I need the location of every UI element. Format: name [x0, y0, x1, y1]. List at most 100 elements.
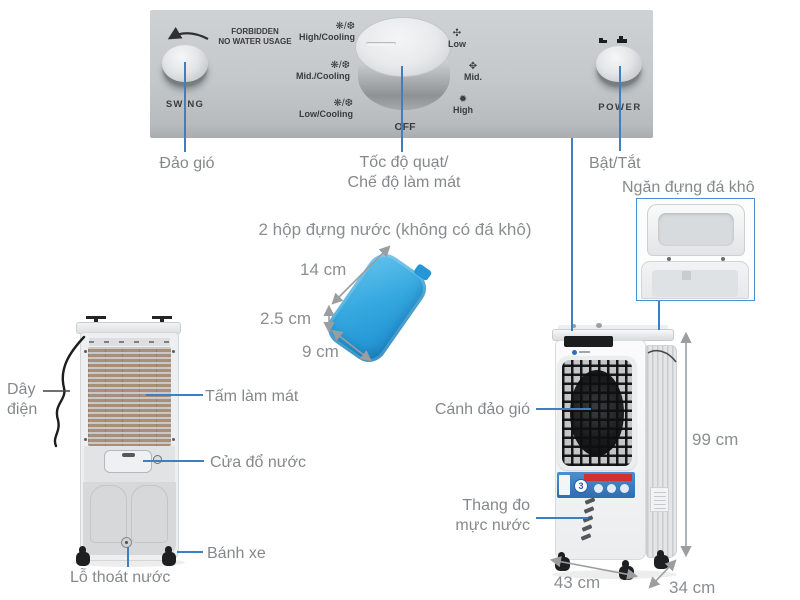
setting-high-cooling: ❋/❆ High/Cooling: [255, 21, 355, 42]
label-ice-compartment: Ngăn đựng đá khô: [622, 179, 755, 196]
fan-icon: ✥: [468, 61, 478, 72]
label-water-level: Thang đo mực nước: [455, 497, 530, 534]
compartment-drain-square: [682, 271, 691, 280]
caster-stem: [558, 552, 565, 560]
screw: [84, 350, 87, 353]
setting-mid-cooling: ❋/❆ Mid./Cooling: [250, 60, 350, 81]
fan-icon: ✹: [458, 94, 468, 105]
screw: [84, 438, 87, 441]
callout-line-icebox-to-cooler: [658, 301, 660, 330]
setting-mid: ✥ Mid.: [458, 61, 488, 82]
caster-wheel: [654, 555, 669, 569]
callout-line-cooling-pad: [146, 394, 203, 396]
door-handle: [122, 453, 135, 457]
feature-sticker: 3: [557, 472, 635, 498]
sticker-feature-icon: [620, 484, 629, 493]
lid-hinge: [667, 257, 671, 261]
compartment-lid: [647, 204, 745, 256]
warranty-badge: 3: [574, 479, 588, 493]
forbidden-line1: FORBIDDEN: [231, 27, 279, 36]
lid-hinge: [721, 257, 725, 261]
top-air-slot: [564, 336, 613, 347]
label-9cm: 9 cm: [302, 342, 339, 361]
drain-center: [125, 541, 128, 544]
setting-high: ✹ High: [447, 94, 479, 115]
callout-line-panel-to-cooler: [571, 138, 573, 331]
caster-wheel: [162, 552, 176, 566]
callout-line-water-level: [536, 517, 588, 519]
ice-pack-cap: [413, 263, 433, 282]
top-handle: [152, 316, 172, 319]
vent-strip: [89, 338, 170, 346]
side-spec-label: [650, 487, 669, 512]
sticker-feature-icon: [594, 484, 603, 493]
shadow: [73, 558, 185, 567]
top-handle: [160, 318, 164, 324]
top-handle: [94, 318, 98, 324]
top-handle: [86, 316, 106, 319]
label-43cm: 43 cm: [553, 573, 601, 592]
label-power: Bật/Tắt: [589, 155, 641, 172]
sticker-logo: [559, 475, 570, 495]
brand-logo: [572, 350, 577, 355]
compartment-tub-inner: [652, 270, 738, 297]
callout-line-swing-blade: [536, 408, 591, 410]
screw: [172, 350, 175, 353]
caster-wheel: [619, 566, 634, 580]
forbidden-line2: NO WATER USAGE: [218, 37, 292, 46]
mode-dial: [355, 17, 451, 77]
brand-logo-text: [579, 351, 590, 353]
dial-off-label: OFF: [394, 121, 416, 133]
label-power-cord: Dây điện: [7, 381, 38, 418]
label-2-5cm: 2.5 cm: [260, 309, 312, 328]
setting-low-cooling: ❋/❆ Low/Cooling: [253, 98, 353, 119]
tank-recess: [90, 485, 127, 543]
top-panel-knob: [596, 323, 602, 328]
label-drain: Lỗ thoát nước: [70, 569, 171, 586]
callout-line-water-door: [143, 460, 204, 462]
swing-blade-grille: [562, 360, 632, 466]
sticker-red-ribbon: [584, 474, 632, 481]
label-water-door: Cửa đổ nước: [210, 454, 306, 471]
ice-compartment-photo: [636, 198, 755, 301]
fan-snowflake-icon: ❋/❆: [335, 21, 355, 32]
caster-wheel: [76, 552, 90, 566]
callout-line-dial: [401, 66, 403, 152]
round-latch: [153, 455, 162, 464]
side-cooling-pad-panel: [646, 345, 677, 558]
callout-line-power: [619, 66, 621, 151]
label-swing-blade: Cánh đảo gió: [434, 401, 530, 418]
fan-snowflake-icon: ❋/❆: [333, 98, 353, 109]
caster-stem: [657, 550, 664, 558]
tank-recess: [131, 485, 168, 543]
forbidden-warning: FORBIDDEN NO WATER USAGE: [205, 27, 305, 47]
screw: [172, 438, 175, 441]
fan-icon: ✣: [452, 28, 462, 39]
caster-wheel: [555, 557, 570, 571]
grille-lattice: [562, 360, 632, 466]
control-panel-photo: SWING FORBIDDEN NO WATER USAGE ❋/❆ High/…: [150, 10, 653, 138]
callout-line-drain: [127, 547, 129, 567]
compartment-lid-inner: [658, 213, 734, 246]
caster-stem: [165, 546, 172, 554]
label-99cm: 99 cm: [692, 430, 739, 449]
label-swing: Đảo gió: [159, 155, 215, 172]
label-wheel: Bánh xe: [207, 545, 266, 562]
fan-snowflake-icon: ❋/❆: [330, 60, 350, 71]
caster-stem: [79, 546, 86, 554]
setting-low: ✣ Low: [442, 28, 472, 49]
mode-dial-indicator: [366, 42, 396, 46]
label-fan-speed: Tốc độ quạt/ Chế độ làm mát: [347, 154, 461, 191]
label-ice-pack-title: 2 hộp đựng nước (không có đá khô): [258, 220, 532, 239]
drain-plug: [121, 537, 132, 548]
label-34cm: 34 cm: [669, 578, 716, 597]
label-cooling-pad: Tấm làm mát: [205, 388, 299, 405]
sticker-feature-icon: [607, 484, 616, 493]
front-grille-frame: [558, 356, 636, 470]
cooling-pad-grille: [88, 347, 171, 446]
label-14cm: 14 cm: [300, 260, 347, 279]
callout-line-wheel: [177, 551, 203, 553]
callout-line-swing: [184, 62, 186, 152]
cooler-top-lip: [558, 325, 668, 331]
compartment-tub: [641, 261, 749, 299]
